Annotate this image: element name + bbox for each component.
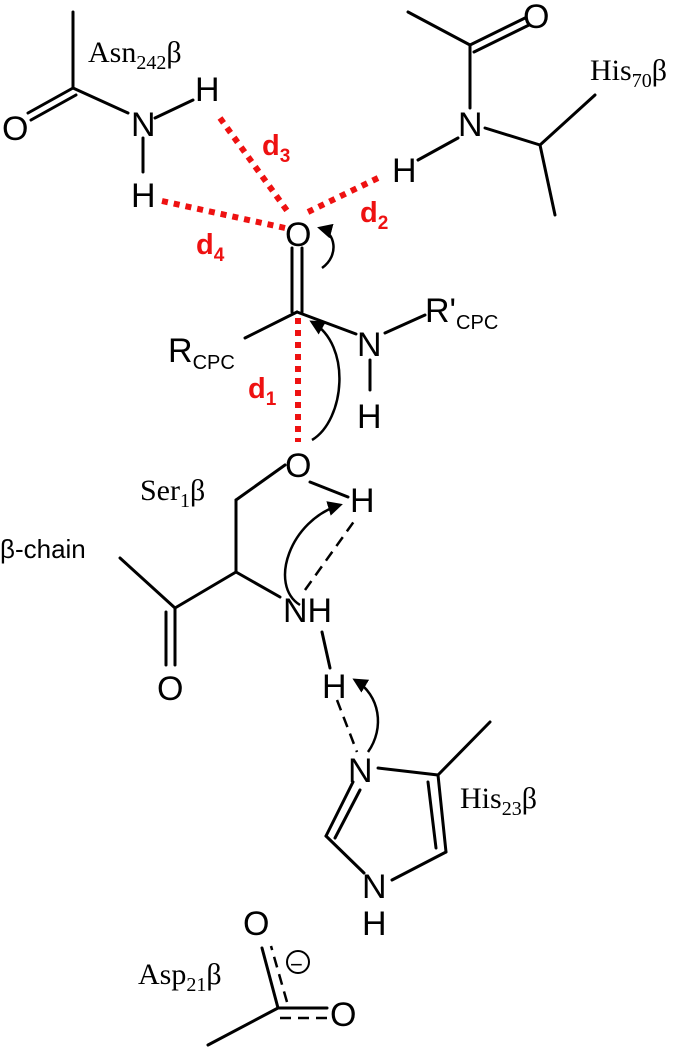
- his70-backbone: [406, 10, 597, 217]
- asn-amide-n: N: [131, 106, 156, 144]
- hbond-d2: [306, 175, 380, 215]
- asn-carbonyl-o: O: [2, 110, 28, 148]
- ser-o: O: [285, 447, 311, 485]
- cpc-amide-bonds: [243, 246, 427, 392]
- arrow-pi-to-oxygen: [317, 223, 335, 270]
- amide-n: N: [357, 326, 382, 364]
- his23-imidazole: [324, 720, 492, 882]
- beta-chain-label: β-chain: [0, 534, 86, 564]
- asp-o-lower: O: [330, 996, 356, 1034]
- arrow-his-proton-transfer: [352, 678, 380, 753]
- asp-o-upper: O: [243, 905, 269, 943]
- arrow-ser-proton-transfer: [283, 501, 343, 607]
- asn242-label: Asn242β: [88, 36, 182, 74]
- amide-h: H: [357, 398, 382, 436]
- his23-label: His23β: [460, 782, 537, 820]
- carbonyl-o: O: [285, 216, 311, 254]
- his23-n-pi: N: [362, 868, 387, 906]
- label-d1: d1: [248, 373, 277, 410]
- asp-negative-charge: −: [290, 952, 303, 977]
- r-prime-cpc-label: R'CPC: [425, 292, 498, 334]
- ser-carbonyl-o: O: [157, 670, 183, 708]
- ser-nh-h: H: [322, 668, 347, 706]
- hbond-d3: [217, 116, 291, 214]
- his70-carbonyl-o: O: [523, 0, 549, 36]
- his70-amide-n: N: [458, 106, 483, 144]
- his70-amide-h: H: [392, 152, 417, 190]
- label-d2: d2: [360, 197, 388, 234]
- label-d3: d3: [262, 130, 290, 167]
- hbond-d4: [161, 198, 286, 231]
- asn-h-upper: H: [195, 71, 220, 109]
- asn-h-lower: H: [131, 177, 156, 215]
- asp21-carboxylate: [206, 945, 329, 1047]
- asn242-sidechain: [26, 10, 195, 174]
- ser1-residue: [118, 463, 350, 670]
- label-d4: d4: [196, 229, 225, 266]
- his23-n-pi-h: H: [362, 905, 387, 943]
- ser-oh-h: H: [350, 482, 375, 520]
- his23-n-tau: N: [348, 752, 373, 790]
- asp21-label: Asp21β: [138, 958, 222, 996]
- hbond-ser-nh-oh: [303, 519, 357, 591]
- arrow-ser-o-attack: [309, 320, 341, 442]
- ser1-label: Ser1β: [140, 474, 205, 512]
- hbond-his-ser: [335, 699, 359, 753]
- his70-label: His70β: [590, 54, 667, 92]
- r-cpc-label: RCPC: [168, 332, 235, 374]
